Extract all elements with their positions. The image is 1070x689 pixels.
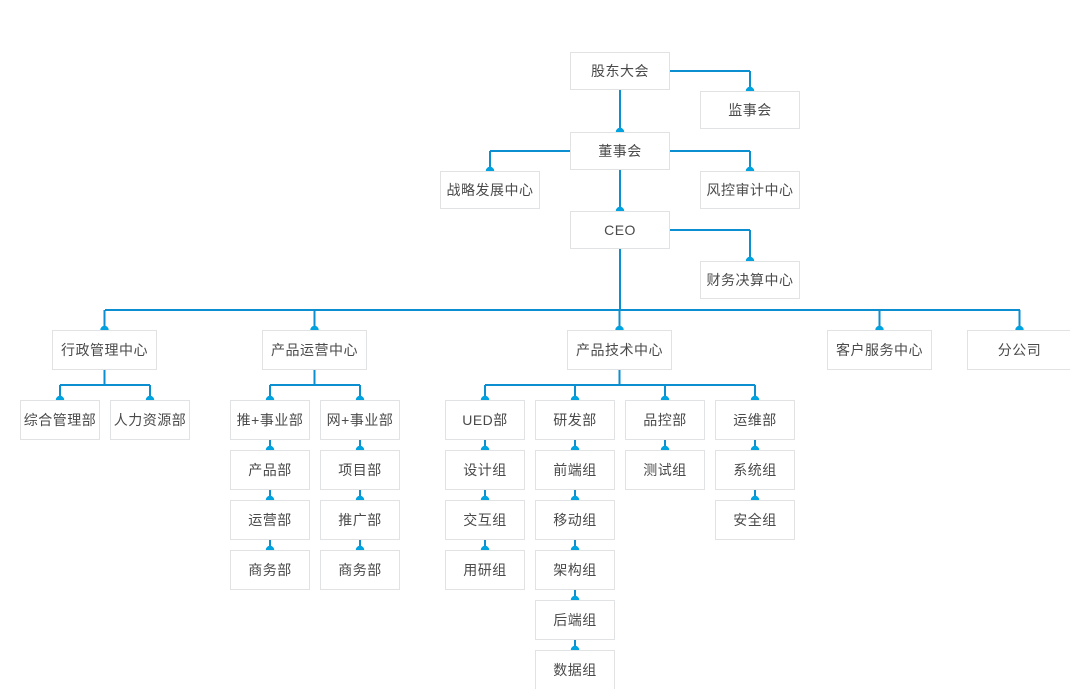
org-node-label: 战略发展中心 — [446, 182, 534, 198]
org-node-n1[interactable]: 股东大会 — [570, 52, 670, 90]
org-node-label: UED部 — [462, 412, 508, 428]
org-node-label: 项目部 — [338, 462, 382, 478]
org-node-label: 移动组 — [553, 512, 597, 528]
org-node-f1[interactable]: 研发部 — [535, 400, 615, 440]
org-node-h2[interactable]: 系统组 — [715, 450, 795, 490]
org-node-b1[interactable]: 推+事业部 — [230, 400, 310, 440]
org-node-label: 测试组 — [643, 462, 687, 478]
org-node-f6[interactable]: 数据组 — [535, 650, 615, 689]
org-node-label: 商务部 — [338, 562, 382, 578]
org-node-e4[interactable]: 用研组 — [445, 550, 525, 590]
org-node-label: 安全组 — [733, 512, 777, 528]
org-node-d3[interactable]: 推广部 — [320, 500, 400, 540]
org-node-label: 财务决算中心 — [706, 272, 794, 288]
org-node-label: 后端组 — [553, 612, 597, 628]
org-node-label: 行政管理中心 — [61, 342, 148, 358]
org-node-f4[interactable]: 架构组 — [535, 550, 615, 590]
org-node-label: 产品部 — [248, 462, 292, 478]
org-node-label: 设计组 — [463, 462, 507, 478]
org-node-c2[interactable]: 产品运营中心 — [262, 330, 367, 370]
org-node-g2[interactable]: 测试组 — [625, 450, 705, 490]
org-node-label: 前端组 — [553, 462, 597, 478]
org-node-e1[interactable]: UED部 — [445, 400, 525, 440]
org-node-n6[interactable]: CEO — [570, 211, 670, 249]
org-node-e3[interactable]: 交互组 — [445, 500, 525, 540]
org-node-label: 用研组 — [463, 562, 507, 578]
org-node-label: 产品技术中心 — [576, 342, 663, 358]
org-node-g1[interactable]: 品控部 — [625, 400, 705, 440]
org-node-n5[interactable]: 风控审计中心 — [700, 171, 800, 209]
org-node-label: 董事会 — [598, 143, 642, 159]
org-node-d4[interactable]: 商务部 — [320, 550, 400, 590]
org-node-label: 人力资源部 — [113, 412, 187, 428]
org-node-a1[interactable]: 综合管理部 — [20, 400, 100, 440]
org-node-label: 商务部 — [248, 562, 292, 578]
org-node-label: 系统组 — [733, 462, 777, 478]
org-node-label: 分公司 — [997, 342, 1042, 358]
org-node-label: 风控审计中心 — [706, 182, 794, 198]
org-node-a2[interactable]: 人力资源部 — [110, 400, 190, 440]
org-node-label: 研发部 — [553, 412, 597, 428]
org-node-e2[interactable]: 设计组 — [445, 450, 525, 490]
org-node-label: 运营部 — [248, 512, 292, 528]
org-node-label: 客户服务中心 — [836, 342, 923, 358]
org-node-label: 推广部 — [338, 512, 382, 528]
org-node-c5[interactable]: 分公司 — [967, 330, 1070, 370]
org-node-d1[interactable]: 网+事业部 — [320, 400, 400, 440]
org-node-c4[interactable]: 客户服务中心 — [827, 330, 932, 370]
org-node-label: 监事会 — [728, 102, 772, 118]
org-node-label: 架构组 — [553, 562, 597, 578]
org-node-label: 股东大会 — [591, 63, 649, 79]
org-node-c1[interactable]: 行政管理中心 — [52, 330, 157, 370]
org-node-b4[interactable]: 商务部 — [230, 550, 310, 590]
org-node-n4[interactable]: 战略发展中心 — [440, 171, 540, 209]
org-node-f5[interactable]: 后端组 — [535, 600, 615, 640]
org-node-h3[interactable]: 安全组 — [715, 500, 795, 540]
org-node-b3[interactable]: 运营部 — [230, 500, 310, 540]
org-node-label: 运维部 — [733, 412, 777, 428]
org-node-f3[interactable]: 移动组 — [535, 500, 615, 540]
org-node-c3[interactable]: 产品技术中心 — [567, 330, 672, 370]
org-node-n2[interactable]: 监事会 — [700, 91, 800, 129]
org-node-f2[interactable]: 前端组 — [535, 450, 615, 490]
org-node-b2[interactable]: 产品部 — [230, 450, 310, 490]
org-node-label: 品控部 — [643, 412, 687, 428]
org-node-h1[interactable]: 运维部 — [715, 400, 795, 440]
org-node-label: 交互组 — [463, 512, 507, 528]
org-node-label: 网+事业部 — [326, 412, 394, 428]
org-node-label: 推+事业部 — [236, 412, 304, 428]
org-node-d2[interactable]: 项目部 — [320, 450, 400, 490]
org-node-n7[interactable]: 财务决算中心 — [700, 261, 800, 299]
org-node-label: 产品运营中心 — [271, 342, 358, 358]
org-node-label: 综合管理部 — [23, 412, 97, 428]
org-node-label: 数据组 — [553, 662, 597, 678]
org-node-n3[interactable]: 董事会 — [570, 132, 670, 170]
org-node-label: CEO — [604, 222, 636, 238]
